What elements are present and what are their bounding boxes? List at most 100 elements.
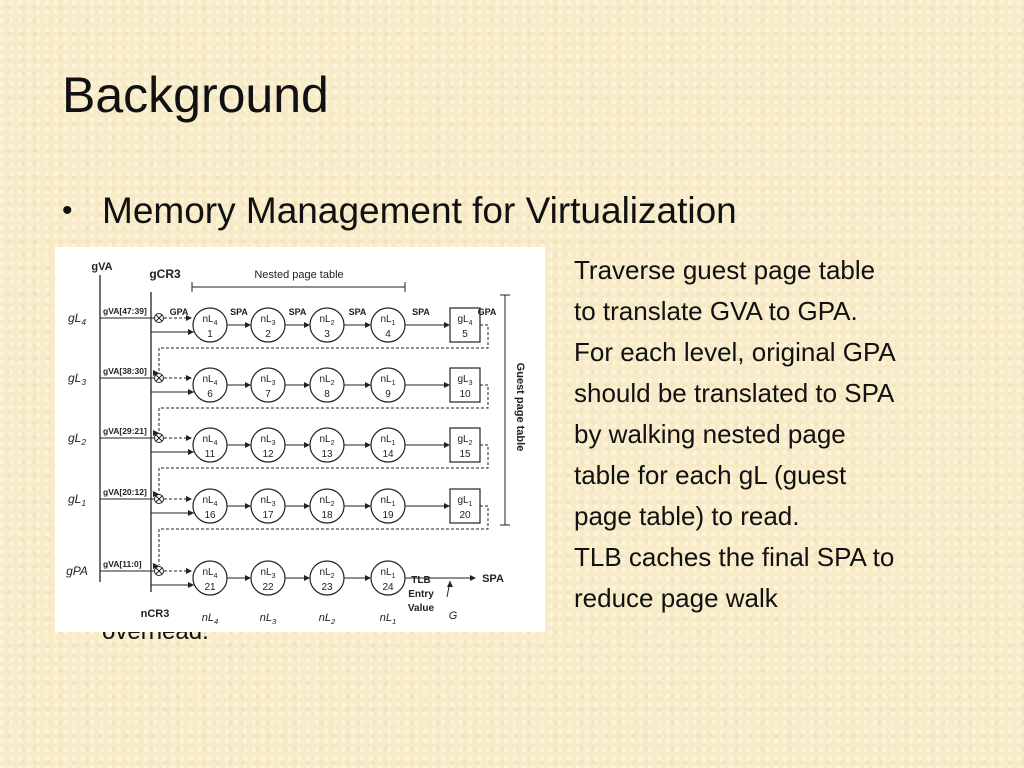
arrow-head bbox=[304, 322, 310, 328]
node-number: 22 bbox=[262, 582, 274, 593]
bullet-item: • Memory Management for Virtualization bbox=[62, 190, 737, 232]
arrow-head bbox=[188, 510, 194, 516]
spa-label: SPA bbox=[289, 307, 307, 317]
node-level-label: nL2 bbox=[319, 374, 334, 387]
row-label: gPA bbox=[66, 564, 88, 578]
spa-label: SPA bbox=[230, 307, 248, 317]
node-number: 19 bbox=[382, 510, 394, 521]
arrow-head bbox=[245, 322, 251, 328]
arrow-head bbox=[365, 503, 371, 509]
node-level-label: nL3 bbox=[260, 434, 275, 447]
node-level-label: nL3 bbox=[260, 567, 275, 580]
guest-box-number: 20 bbox=[459, 510, 471, 521]
arrow-head bbox=[365, 442, 371, 448]
node-number: 8 bbox=[324, 389, 330, 400]
arrow-head bbox=[447, 581, 453, 587]
node-number: 18 bbox=[321, 510, 333, 521]
arrow-head bbox=[444, 382, 450, 388]
description-line: should be translated to SPA bbox=[574, 378, 895, 408]
column-level-label: nL1 bbox=[380, 612, 397, 626]
guest-box bbox=[449, 488, 481, 524]
node-number: 7 bbox=[265, 389, 271, 400]
node-level-label: nL3 bbox=[260, 314, 275, 327]
nested-table-label: Nested page table bbox=[254, 269, 343, 281]
node-level-label: nL2 bbox=[319, 314, 334, 327]
node-level-label: nL4 bbox=[202, 434, 217, 447]
guest-box bbox=[449, 427, 481, 463]
gcr3-label: gCR3 bbox=[149, 267, 181, 281]
node-number: 16 bbox=[204, 510, 216, 521]
row-label: gL4 bbox=[68, 311, 86, 327]
node-number: 23 bbox=[321, 582, 333, 593]
dashed-return-path bbox=[158, 324, 489, 372]
node-level-label: nL3 bbox=[260, 374, 275, 387]
node-number: 3 bbox=[324, 329, 330, 340]
node-level-label: nL4 bbox=[202, 374, 217, 387]
node-level-label: nL2 bbox=[319, 434, 334, 447]
arrow-head bbox=[188, 449, 194, 455]
gva-label: gVA bbox=[91, 261, 112, 273]
node-level-label: nL4 bbox=[202, 314, 217, 327]
description-line: Traverse guest page table bbox=[574, 255, 876, 285]
arrow-head bbox=[365, 382, 371, 388]
node-level-label: nL4 bbox=[202, 495, 217, 508]
row-label: gL1 bbox=[68, 492, 86, 508]
arrow-head bbox=[186, 315, 192, 321]
column-level-label: nL2 bbox=[319, 612, 336, 626]
node-number: 13 bbox=[321, 449, 333, 460]
node-number: 17 bbox=[262, 510, 274, 521]
node-number: 9 bbox=[385, 389, 391, 400]
dashed-return-path bbox=[158, 505, 489, 565]
arrow-head bbox=[188, 389, 194, 395]
arrow-head bbox=[153, 563, 159, 569]
node-number: 6 bbox=[207, 389, 213, 400]
arrow-head bbox=[444, 322, 450, 328]
arrow-head bbox=[153, 370, 159, 376]
spa-label: SPA bbox=[349, 307, 367, 317]
gpa-label: GPA bbox=[478, 307, 497, 317]
guest-box-label: gL3 bbox=[457, 374, 472, 387]
arrow-head bbox=[186, 568, 192, 574]
arrow-head bbox=[186, 435, 192, 441]
arrow-head bbox=[186, 375, 192, 381]
arrow-head bbox=[304, 382, 310, 388]
column-level-label: nL3 bbox=[260, 612, 277, 626]
node-level-label: nL1 bbox=[380, 314, 395, 327]
node-number: 11 bbox=[205, 449, 216, 460]
dashed-return-path bbox=[158, 384, 489, 432]
node-level-label: nL4 bbox=[202, 567, 217, 580]
arrow-head bbox=[153, 430, 159, 436]
arrow-head bbox=[245, 575, 251, 581]
spa-label: SPA bbox=[412, 307, 430, 317]
bullet-text: Memory Management for Virtualization bbox=[102, 190, 737, 231]
description-line: reduce page walk bbox=[574, 583, 778, 613]
arrow-head bbox=[245, 442, 251, 448]
xor-icon bbox=[155, 374, 163, 382]
xor-icon bbox=[155, 495, 163, 503]
xor-icon bbox=[155, 314, 163, 322]
description-line: by walking nested page bbox=[574, 419, 846, 449]
bit-range-label: gVA[29:21] bbox=[103, 426, 147, 436]
guest-box-number: 15 bbox=[459, 449, 471, 460]
node-number: 4 bbox=[385, 329, 391, 340]
tlb-label: TLB bbox=[411, 575, 430, 586]
slide-title: Background bbox=[62, 67, 329, 123]
column-level-label: nL4 bbox=[202, 612, 219, 626]
arrow-head bbox=[245, 382, 251, 388]
bit-range-label: gVA[38:30] bbox=[103, 366, 147, 376]
arrow-head bbox=[245, 503, 251, 509]
tlb-label: Entry bbox=[408, 589, 434, 600]
node-number: 12 bbox=[262, 449, 274, 460]
dashed-return-path bbox=[158, 444, 489, 493]
guest-box-label: gL4 bbox=[457, 314, 472, 327]
node-level-label: nL1 bbox=[380, 374, 395, 387]
arrow-head bbox=[444, 442, 450, 448]
description-line: table for each gL (guest bbox=[574, 460, 847, 490]
node-level-label: nL1 bbox=[380, 434, 395, 447]
arrow-head bbox=[365, 322, 371, 328]
arrow-head bbox=[304, 442, 310, 448]
guest-box bbox=[449, 307, 481, 343]
node-number: 2 bbox=[265, 329, 271, 340]
